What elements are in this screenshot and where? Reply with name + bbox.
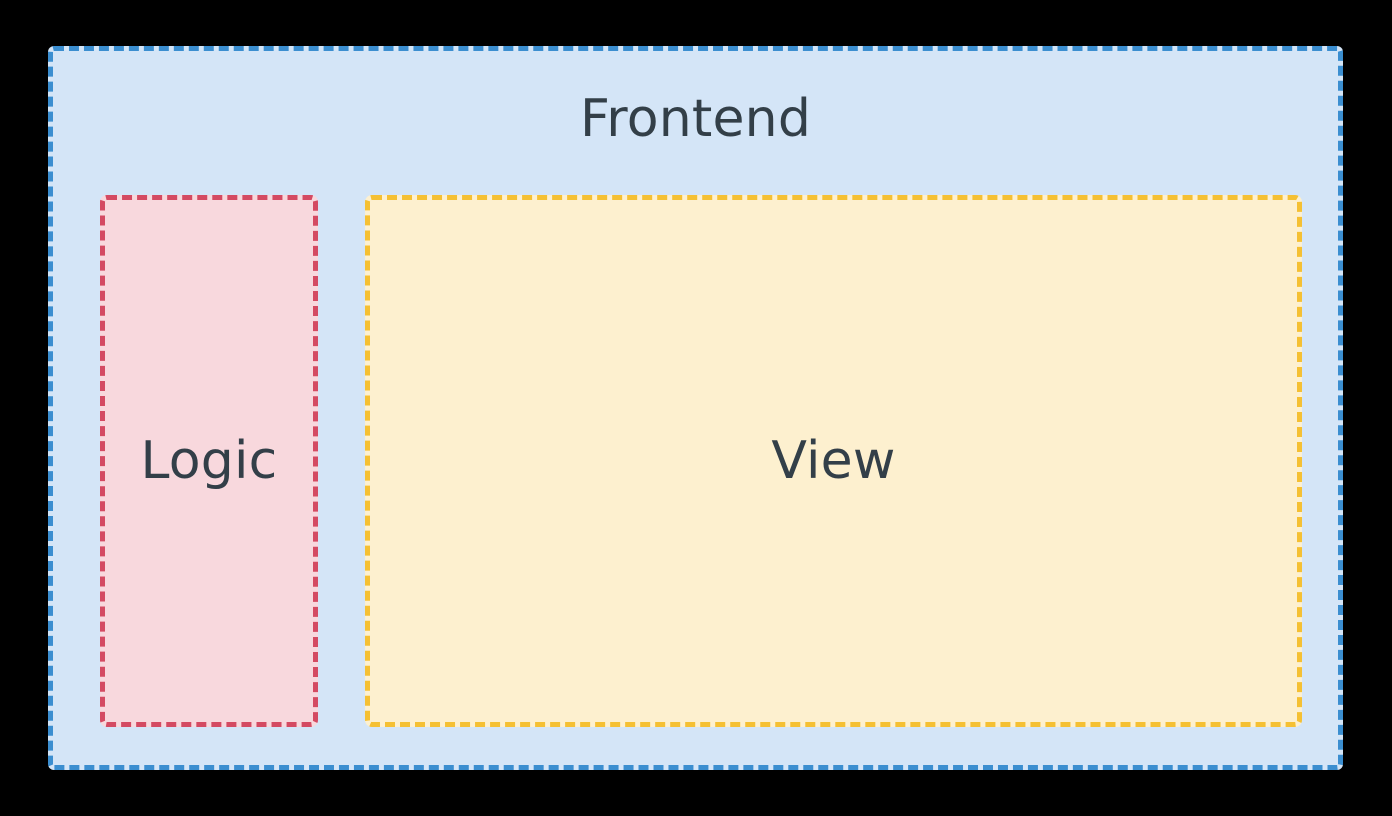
frontend-container[interactable]: Frontend Logic View <box>48 46 1343 770</box>
logic-box[interactable]: Logic <box>100 195 318 727</box>
logic-label: Logic <box>140 431 278 491</box>
view-box[interactable]: View <box>365 195 1302 727</box>
view-label: View <box>771 431 896 491</box>
frontend-label: Frontend <box>579 89 812 149</box>
